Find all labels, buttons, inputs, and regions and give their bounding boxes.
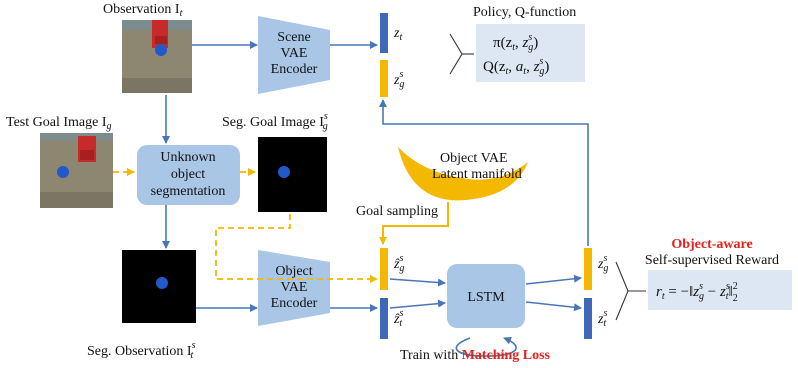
latent-z-t-top — [380, 13, 388, 53]
object-vae-manifold — [398, 147, 528, 201]
lstm-loop-arrow — [455, 336, 517, 357]
arrow-zhat-t-to-lstm — [389, 299, 446, 309]
observation-image — [122, 20, 192, 93]
reward-subtitle: Self-supervised Reward — [645, 253, 779, 268]
dash-seggoal-down — [215, 214, 378, 283]
object-encoder-line1: Object — [275, 264, 312, 279]
latent-z-g-s-top — [380, 60, 388, 97]
scene-vae-encoder — [258, 16, 330, 94]
latent-z-t-s-right — [584, 298, 592, 339]
scene-encoder-line1: Scene — [277, 30, 310, 45]
bracket-reward — [615, 261, 629, 321]
arrow-goal-sampling — [379, 202, 449, 245]
manifold-line1: Object VAE — [440, 151, 508, 166]
seg-goal-image — [258, 137, 327, 212]
arrow-zhat-g-to-lstm — [389, 278, 446, 287]
reward-formula-box — [648, 270, 792, 310]
manifold-line2: Latent manifold — [432, 167, 522, 182]
reward-title: Object-aware — [671, 237, 752, 252]
object-encoder-line2: VAE — [281, 280, 308, 295]
policy-title: Policy, Q-function — [473, 5, 576, 20]
lstm-box — [447, 264, 525, 328]
bracket-policy — [449, 33, 463, 75]
latent-zhat-t-s — [380, 298, 388, 339]
latent-z-t-top-label: zt — [393, 26, 402, 43]
test-goal-label: Test Goal Image Ig — [6, 115, 111, 132]
segmentation-line1: Unknown — [160, 150, 215, 165]
policy-formula-box — [476, 24, 585, 82]
segmentation-line3: segmentation — [151, 184, 226, 199]
object-vae-encoder — [258, 250, 330, 326]
goal-sampling-label: Goal sampling — [356, 204, 438, 219]
arrow-lstm-to-zt — [525, 301, 582, 312]
segmentation-line2: object — [171, 167, 205, 182]
observation-label: Observation It — [103, 2, 183, 19]
arrow-zg-back-to-top — [379, 99, 589, 246]
scene-encoder-line2: VAE — [281, 46, 308, 61]
arrow-lstm-to-zg — [525, 274, 582, 285]
lstm-label: LSTM — [467, 290, 505, 305]
scene-encoder-line3: Encoder — [271, 62, 318, 77]
test-goal-image — [40, 133, 113, 208]
train-label: Train with Matching Loss — [400, 348, 551, 363]
latent-z-g-s-right — [584, 248, 592, 290]
segmentation-box — [137, 145, 240, 205]
latent-zhat-g-s — [380, 248, 388, 290]
object-encoder-line3: Encoder — [271, 296, 318, 311]
seg-observation-image — [122, 250, 196, 323]
